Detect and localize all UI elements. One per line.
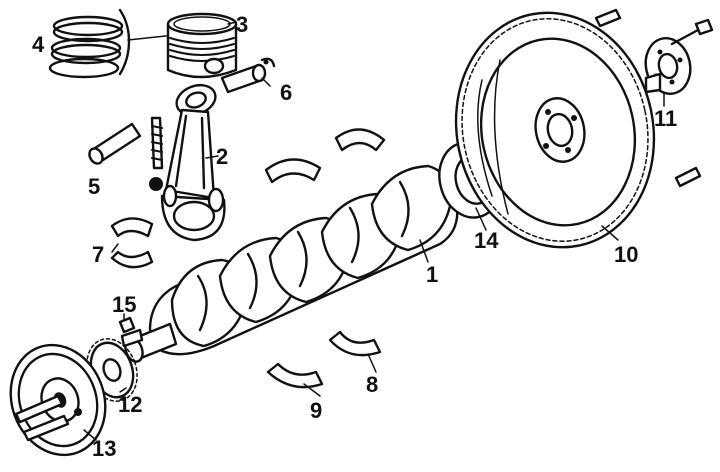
- rod-bearing-shells: [110, 217, 154, 269]
- callout-14: 14: [474, 228, 499, 253]
- piston: [166, 12, 238, 79]
- callout-5: 5: [88, 174, 100, 199]
- callout-4: 4: [32, 32, 45, 57]
- callout-8: 8: [366, 372, 378, 397]
- callout-15: 15: [112, 292, 136, 317]
- callout-13: 13: [92, 436, 116, 461]
- main-bearing-shells-upper: [264, 128, 386, 184]
- woodruff-key: [118, 316, 136, 334]
- callout-3: 3: [236, 12, 248, 37]
- callout-11: 11: [654, 106, 677, 131]
- piston-rings: [48, 8, 176, 79]
- flywheel-flange: [594, 8, 714, 188]
- callout-12: 12: [118, 392, 142, 417]
- callout-7: 7: [92, 242, 104, 267]
- callout-1: 1: [426, 262, 438, 287]
- connecting-rod: [160, 83, 226, 242]
- wrist-pin: [220, 57, 276, 94]
- flywheel: [454, 11, 656, 249]
- callout-labels: 1 2 3 4 5 6 7 8 9 10 11 12 13 14 15: [32, 12, 677, 461]
- crankshaft: [124, 164, 459, 363]
- leader-lines: [83, 21, 665, 441]
- callout-2: 2: [216, 144, 228, 169]
- callout-6: 6: [280, 80, 292, 105]
- rod-bolt-pin: [88, 116, 164, 191]
- callout-9: 9: [310, 398, 322, 423]
- crankshaft-pulley: [9, 343, 107, 457]
- callout-10: 10: [614, 242, 638, 267]
- main-bearing-shells-lower: [266, 330, 382, 389]
